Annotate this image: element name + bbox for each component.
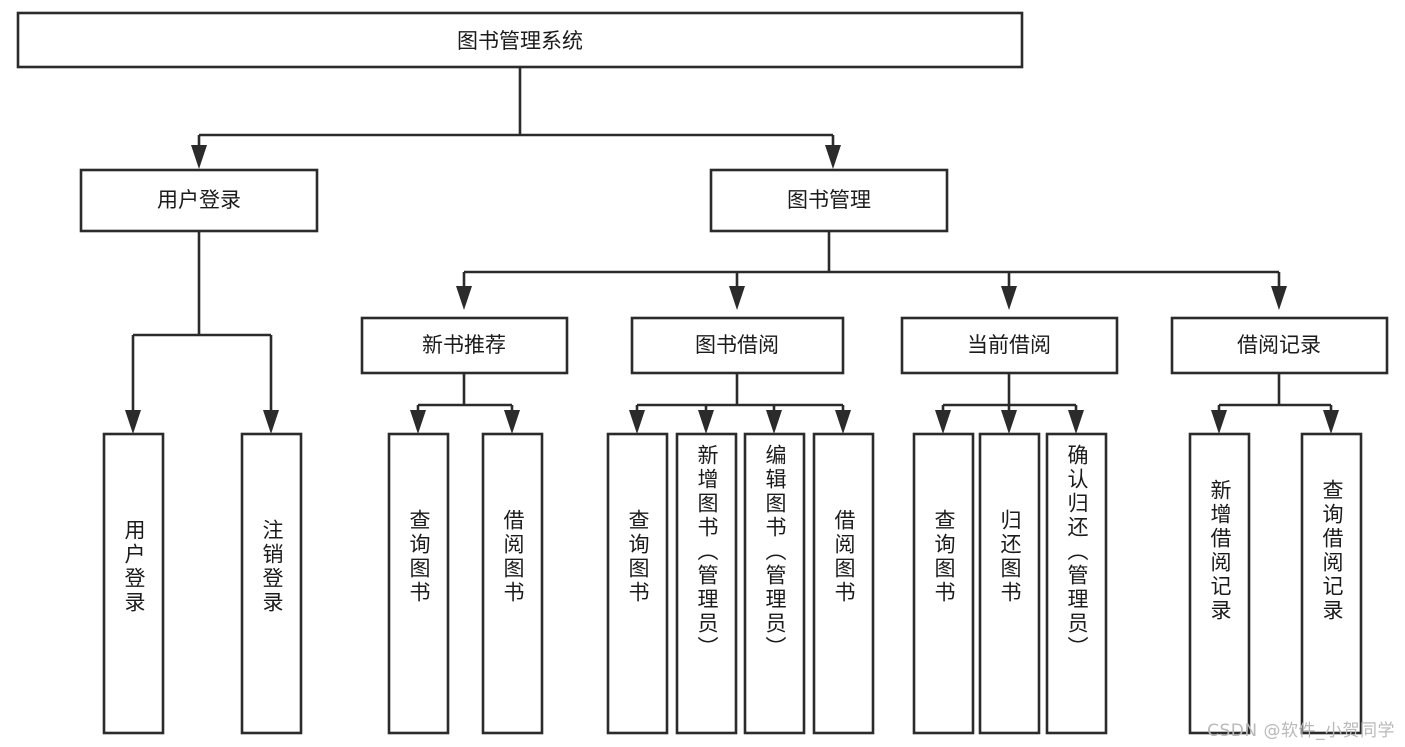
leaf-box-borrow-record-1[interactable]: [1300, 432, 1363, 735]
node-book-borrow[interactable]: 图书借阅: [630, 316, 845, 375]
leaf-box-borrow-record-0[interactable]: [1188, 432, 1251, 735]
node-book-borrow-label: 图书借阅: [695, 333, 779, 357]
node-borrow-record-label: 借阅记录: [1237, 333, 1321, 357]
node-new-book-recommend-box: [360, 316, 569, 375]
arrow-head-icon: [835, 410, 851, 434]
arrow-head-icon: [504, 410, 520, 434]
node-current-borrow-label: 当前借阅: [967, 333, 1051, 357]
node-root-system[interactable]: 图书管理系统: [16, 11, 1024, 69]
leaf-box-user-login-0[interactable]: [102, 432, 165, 735]
arrow-head-icon: [456, 286, 472, 310]
arrow-head-icon: [1068, 410, 1084, 434]
connector-book-borrow-to-leaves: [629, 373, 851, 434]
leaf-box-new-book-0[interactable]: [387, 432, 450, 735]
node-user-login[interactable]: 用户登录: [79, 168, 319, 233]
arrow-head-icon: [191, 145, 207, 169]
leaf-box-current-borrow-0[interactable]: [912, 432, 975, 735]
node-user-login-box: [79, 168, 319, 233]
leaf-box-user-login-1[interactable]: [240, 432, 303, 735]
connector-current-borrow-to-leaves: [935, 373, 1084, 434]
watermark-label: CSDN @软件_小贺同学: [1207, 721, 1395, 741]
leaf-box-book-borrow-3[interactable]: [812, 432, 875, 735]
node-root-system-box: [16, 11, 1024, 69]
connector-book-management-to-level3: [456, 231, 1287, 310]
arrow-head-icon: [629, 410, 645, 434]
arrow-head-icon: [935, 410, 951, 434]
connector-root-to-level2: [191, 67, 841, 169]
node-book-management[interactable]: 图书管理: [709, 168, 949, 233]
arrow-head-icon: [825, 145, 841, 169]
leaf-box-new-book-1[interactable]: [481, 432, 544, 735]
node-user-login-label: 用户登录: [157, 188, 241, 212]
leaf-box-current-borrow-1[interactable]: [978, 432, 1041, 735]
node-current-borrow[interactable]: 当前借阅: [900, 316, 1119, 375]
arrow-head-icon: [698, 410, 714, 434]
arrow-head-icon: [125, 410, 141, 434]
arrow-head-icon: [766, 410, 782, 434]
arrow-head-icon: [410, 410, 426, 434]
arrow-head-icon: [1323, 410, 1339, 434]
connector-borrow-record-to-leaves: [1211, 373, 1339, 434]
leaf-box-current-borrow-2[interactable]: [1045, 432, 1108, 735]
arrow-head-icon: [1001, 410, 1017, 434]
node-book-management-label: 图书管理: [787, 188, 871, 212]
arrow-head-icon: [1211, 410, 1227, 434]
node-current-borrow-box: [900, 316, 1119, 375]
arrow-head-icon: [263, 410, 279, 434]
connector-user-login-to-leaves: [125, 231, 279, 434]
node-root-system-label: 图书管理系统: [457, 29, 583, 53]
node-new-book-recommend-label: 新书推荐: [422, 333, 506, 357]
node-new-book-recommend[interactable]: 新书推荐: [360, 316, 569, 375]
leaf-box-book-borrow-1[interactable]: [675, 432, 738, 735]
connector-new-book-recommend-to-leaves: [410, 373, 520, 434]
leaf-box-book-borrow-0[interactable]: [606, 432, 669, 735]
leaf-box-book-borrow-2[interactable]: [743, 432, 806, 735]
arrow-head-icon: [729, 286, 745, 310]
node-borrow-record[interactable]: 借阅记录: [1170, 316, 1389, 375]
arrow-head-icon: [1001, 286, 1017, 310]
arrow-head-icon: [1271, 286, 1287, 310]
